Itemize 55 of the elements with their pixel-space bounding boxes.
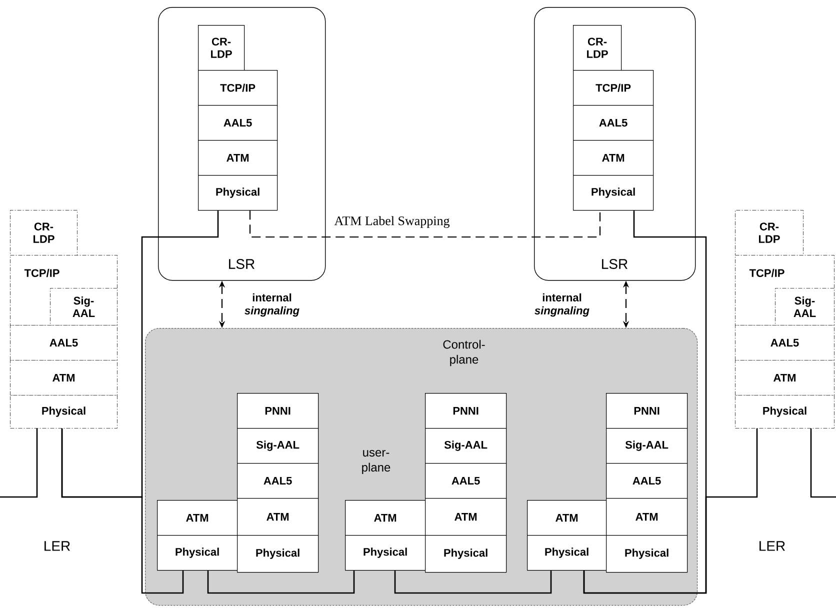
router-label: LER: [760, 541, 785, 551]
protocol-layer-box: ATM: [345, 500, 426, 536]
protocol-layer-box: PNNI: [237, 393, 319, 429]
protocol-layer-box: ATM: [237, 498, 319, 536]
plane-label: Control-plane: [443, 340, 485, 366]
protocol-layer-box: CR-LDP: [10, 210, 78, 256]
protocol-layer-box: ATM: [425, 498, 507, 536]
edge-label: internal singnaling: [239, 291, 305, 319]
protocol-layer-box: Physical: [157, 535, 238, 571]
protocol-layer-box: PNNI: [606, 393, 688, 429]
protocol-layer-box: Physical: [735, 395, 834, 428]
edge-label: ATM Label Swapping: [332, 214, 452, 230]
protocol-layer-box: Physical: [606, 535, 688, 573]
protocol-layer-box: AAL5: [573, 105, 654, 141]
protocol-layer-box: ATM: [10, 360, 118, 396]
protocol-layer-box: Physical: [198, 175, 278, 211]
link-line: [810, 428, 836, 498]
protocol-layer-box: ATM: [157, 500, 238, 536]
protocol-layer-box: Physical: [425, 535, 507, 573]
link-line: [0, 428, 38, 498]
protocol-layer-box: AAL5: [237, 463, 319, 499]
protocol-layer-box: Sig-AAL: [237, 428, 319, 464]
protocol-layer-box: Physical: [10, 395, 118, 428]
protocol-layer-box: TCP/IP: [198, 70, 278, 106]
protocol-layer-box: Sig-AAL: [775, 288, 834, 326]
protocol-layer-box: Sig-AAL: [425, 428, 507, 464]
plane-label: user-plane: [362, 450, 390, 474]
router-label: LER: [44, 541, 70, 551]
link-line: [207, 570, 355, 594]
edge-label: internal singnaling: [529, 291, 595, 319]
protocol-layer-box: AAL5: [606, 463, 688, 499]
protocol-layer-box: ATM: [735, 360, 834, 396]
protocol-layer-box: Sig-AAL: [50, 288, 118, 326]
protocol-layer-box: AAL5: [735, 325, 834, 360]
protocol-layer-box: Physical: [527, 535, 607, 571]
protocol-layer-box: CR-LDP: [735, 210, 804, 256]
protocol-layer-box: ATM: [573, 140, 654, 176]
link-line: [583, 428, 758, 594]
protocol-layer-box: TCP/IP: [573, 70, 654, 106]
protocol-layer-box: CR-LDP: [573, 25, 622, 71]
protocol-layer-box: Physical: [237, 535, 319, 573]
protocol-layer-box: AAL5: [10, 325, 118, 360]
protocol-layer-box: ATM: [527, 500, 607, 536]
label-swap-line: [249, 210, 601, 238]
protocol-layer-box: ATM: [198, 140, 278, 176]
protocol-layer-box: AAL5: [198, 105, 278, 141]
protocol-layer-box: AAL5: [425, 463, 507, 499]
link-line: [394, 570, 552, 594]
protocol-layer-box: Sig-AAL: [606, 428, 688, 464]
protocol-layer-box: Physical: [573, 175, 654, 211]
protocol-layer-box: ATM: [606, 498, 688, 536]
protocol-layer-box: PNNI: [425, 393, 507, 429]
protocol-layer-box: Physical: [345, 535, 426, 571]
link-line: [61, 428, 184, 594]
protocol-layer-box: CR-LDP: [198, 25, 245, 71]
